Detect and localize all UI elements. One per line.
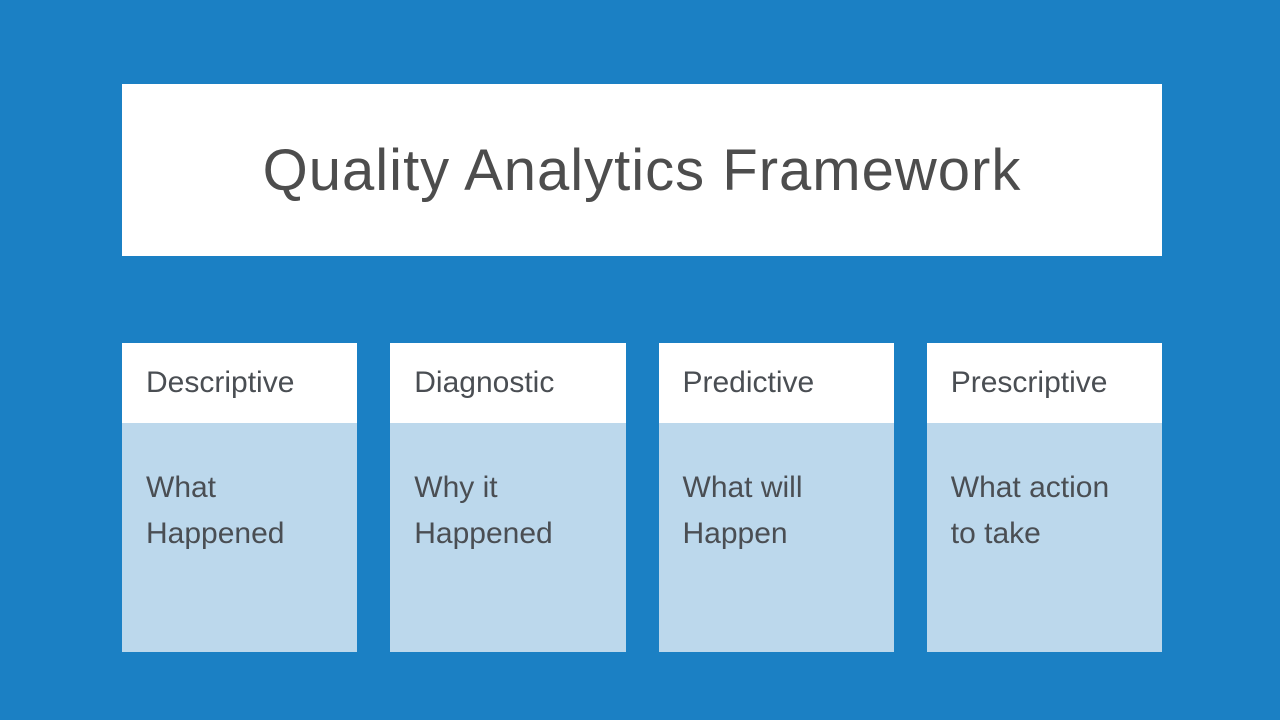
card-predictive: Predictive What will Happen: [658, 343, 894, 652]
card-descriptive-text: What Happened: [146, 471, 285, 550]
card-diagnostic: Diagnostic Why it Happened: [390, 343, 626, 652]
card-descriptive-title: Descriptive: [146, 366, 295, 399]
card-diagnostic-title: Diagnostic: [414, 366, 555, 399]
card-prescriptive-body: What action to take: [926, 423, 1162, 652]
card-prescriptive: Prescriptive What action to take: [926, 343, 1162, 652]
card-descriptive-body: What Happened: [122, 423, 358, 652]
card-prescriptive-title: Prescriptive: [950, 366, 1108, 399]
card-predictive-text: What will Happen: [682, 471, 803, 550]
card-descriptive-header: Descriptive: [122, 343, 358, 423]
card-diagnostic-text: Why it Happened: [414, 471, 553, 550]
card-predictive-body: What will Happen: [658, 423, 894, 652]
card-predictive-title: Predictive: [682, 366, 815, 399]
analytics-cards-row: Descriptive What Happened Diagnostic Why…: [122, 343, 1162, 652]
card-prescriptive-text: What action to take: [950, 471, 1110, 550]
slide-title: Quality Analytics Framework: [262, 137, 1022, 203]
title-box: Quality Analytics Framework: [122, 84, 1162, 256]
card-descriptive: Descriptive What Happened: [122, 343, 358, 652]
card-predictive-header: Predictive: [658, 343, 894, 423]
card-diagnostic-body: Why it Happened: [390, 423, 626, 652]
card-prescriptive-header: Prescriptive: [926, 343, 1162, 423]
card-diagnostic-header: Diagnostic: [390, 343, 626, 423]
